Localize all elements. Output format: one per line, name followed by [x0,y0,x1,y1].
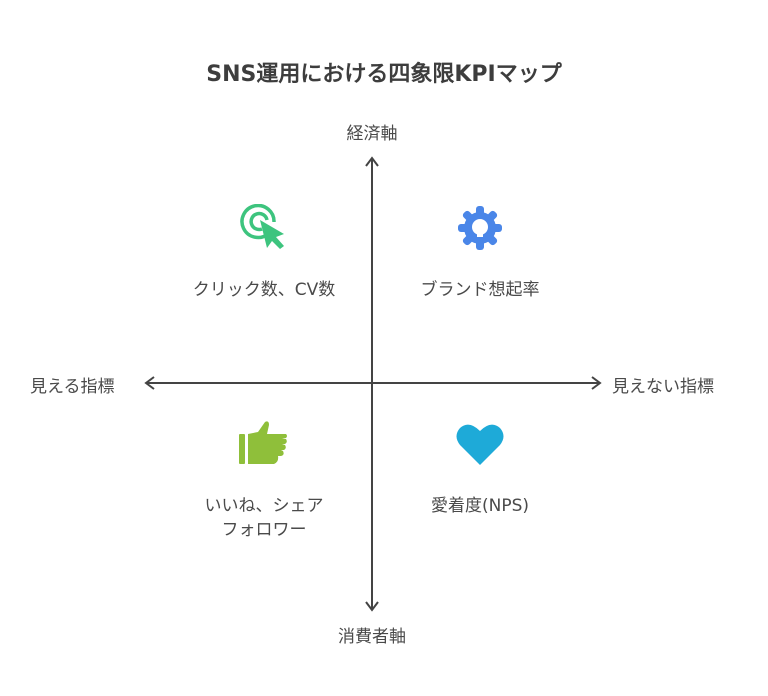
axis-label-top: 経済軸 [346,124,398,144]
gear-lightbulb-icon [458,206,502,250]
cursor-click-icon [240,204,284,249]
quadrant-label-likes-line2: フォロワー [221,520,307,540]
thumbs-up-icon [239,421,287,464]
heart-icon [456,424,504,465]
quadrant-label-clicks: クリック数、CV数 [192,280,336,300]
diagram-title: SNS運用における四象限KPIマップ [206,62,562,87]
quadrant-label-likes-line1: いいね、シェア [204,496,324,516]
quadrant-label-nps: 愛着度(NPS) [430,496,530,516]
quadrant-label-brand-recall: ブランド想起率 [420,280,540,300]
axis-label-bottom: 消費者軸 [338,627,406,647]
axis-label-left: 見える指標 [30,377,115,397]
axis-label-right: 見えない指標 [612,377,714,397]
